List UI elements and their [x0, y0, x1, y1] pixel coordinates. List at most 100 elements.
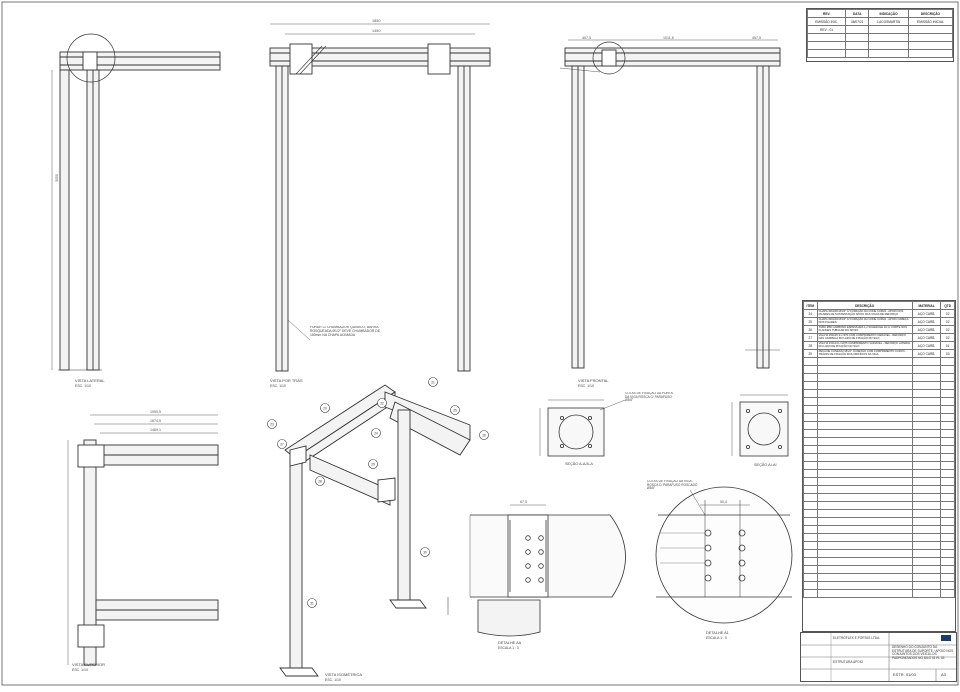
bom-desc: CHAPA 300x300 Ø1/2" C/ FURAÇÃO DA CONE C…: [816, 309, 913, 318]
bom-material: AÇO CARB.: [911, 309, 942, 318]
bom-qty: 02: [940, 309, 955, 318]
company-name: ELETROFLEX E PORTAS LTDA.: [833, 636, 881, 640]
bom-item: 24: [803, 309, 818, 318]
bom-item: 29: [803, 349, 818, 358]
callout-29: 29: [371, 463, 375, 467]
top-dim-1: 1950,5: [150, 410, 161, 414]
callout-31: 31: [310, 602, 314, 606]
rev-cell: 08/07/21: [845, 17, 870, 26]
lateral-view: [51, 33, 221, 371]
detail-a1-dim: 50,4: [720, 500, 727, 504]
bom-desc: CHAPA 300x300 Ø1/2" C/ FURAÇÃO DA CONE C…: [816, 317, 913, 326]
rear-overall-dim: 1850: [372, 19, 380, 23]
drawing-title: DESENHO DO CONJUNTO DA ESTRUTURA DE SUPO…: [892, 645, 954, 660]
bom-qty: 02: [940, 325, 955, 334]
table-row: EMISSÃO INIC. 08/07/21 J.ACOSMARTIN EMIS…: [806, 17, 954, 26]
detail-aa-scale: ESCALA 1 : 3: [498, 646, 519, 650]
top-view: [67, 414, 219, 666]
callout-21: 21: [431, 381, 435, 385]
top-dim-2: 1874,5: [150, 419, 161, 423]
rev-cell: [868, 25, 909, 34]
section-aa-label: SEÇÃO A-A/A-A: [565, 461, 593, 466]
isometric-view: [279, 384, 471, 677]
callout-27: 27: [280, 443, 284, 447]
fixation-note-2: COTAS DE FIXAÇÃO DA VIGA - ROSCA C/ PARA…: [647, 480, 698, 491]
callout-30: 30: [423, 551, 427, 555]
detail-a1-scale: ESCALA 1 : 5: [706, 636, 727, 640]
rev-cell: REV - 01: [806, 25, 847, 34]
bom-header-qty: QTD: [940, 301, 955, 310]
bom-qty: 02: [940, 333, 955, 342]
front-view-scale: ESC. 1/10: [578, 384, 594, 388]
front-dim-center: 1011,5: [663, 36, 674, 40]
detail-aa-dim: 67,5: [520, 500, 527, 504]
iso-view-scale: ESC. 1/10: [325, 678, 341, 682]
bom-item: 28: [803, 341, 818, 350]
iso-view-label: VISTA ISOMÉTRICA: [325, 672, 362, 677]
bom-material: AÇO CARB.: [911, 333, 942, 342]
section-ai-label: SEÇÃO AI-AI: [754, 462, 777, 467]
callout-22: 22: [380, 402, 384, 406]
detail-a1-label: DETALHE A1: [706, 631, 729, 635]
callout-23: 23: [270, 423, 274, 427]
revision-table: REV. DATA INDICAÇÃO DESCRIÇÃO EMISSÃO IN…: [806, 8, 954, 62]
detail-a1: [655, 486, 793, 624]
callout-24: 24: [374, 432, 378, 436]
drawing-name: ESTRUTURA APOIO: [833, 660, 864, 664]
rev-header-rev: REV.: [806, 9, 847, 18]
top-dim-3: 1469,1: [150, 428, 161, 432]
rear-view-scale: ESC. 1/10: [270, 384, 286, 388]
detail-aa-label: DETALHE AA: [498, 641, 522, 645]
rev-cell: EMISSÃO INICIAL: [907, 17, 954, 26]
bom-header-desc: DESCRIÇÃO: [816, 301, 913, 310]
rev-header-ind: INDICAÇÃO: [868, 9, 909, 18]
sheet-size: A3: [941, 672, 946, 677]
front-dim-left: 457,5: [582, 36, 591, 40]
svg-text:3050: 3050: [55, 174, 59, 182]
rear-view-label: VISTA POR TRÁS: [270, 378, 303, 383]
rear-view: [269, 23, 491, 372]
bom-desc: TUBO Ø50 CARBONO ESPESSURA 1,2 SCHEDULE …: [816, 325, 913, 334]
section-ai: [731, 394, 789, 457]
rear-inner-dim: 1450: [372, 29, 380, 33]
rev-header-date: DATA: [845, 9, 870, 18]
bom-header-item: ITEM: [803, 301, 818, 310]
rev-cell: [907, 25, 954, 34]
anchor-note: FURAR C/ CHUMBADOR QUÍMICO, BARRA ROSQUE…: [310, 326, 380, 337]
title-block-grid: [801, 633, 956, 681]
bom-qty: 03: [940, 349, 955, 358]
bom-material: AÇO CARB.: [911, 325, 942, 334]
bom-material: AÇO CARB.: [911, 317, 942, 326]
section-aa: [539, 399, 626, 457]
front-dim-right: 457,5: [752, 36, 761, 40]
isometric-callouts: [267, 377, 489, 608]
lateral-view-scale: ESC. 1/10: [75, 384, 91, 388]
rev-cell: EMISSÃO INIC.: [806, 17, 847, 26]
bom-item: 25: [803, 317, 818, 326]
bom-header-material: MATERIAL: [911, 301, 942, 310]
rev-cell: [845, 25, 870, 34]
title-block: DESENHO DO CONJUNTO DA ESTRUTURA DE SUPO…: [800, 632, 957, 682]
detail-aa: [447, 504, 626, 637]
callout-26: 26: [482, 434, 486, 438]
front-view-label: VISTA FRONTAL: [578, 378, 609, 383]
front-view: [559, 39, 781, 369]
rev-header-desc: DESCRIÇÃO: [907, 9, 954, 18]
lateral-view-label: VISTA LATERAL: [75, 378, 105, 383]
callout-20: 20: [323, 407, 327, 411]
top-view-scale: ESC. 1/10: [72, 668, 88, 672]
fixation-note-1: COTAS DE FIXAÇÃO DA PONTA DA VIGA ROSCA …: [625, 392, 673, 403]
rev-cell: J.ACOSMARTIN: [868, 17, 909, 26]
top-view-label: VISTA SUPERIOR: [72, 662, 105, 667]
bom-qty: 02: [940, 317, 955, 326]
bom-item: 27: [803, 333, 818, 342]
